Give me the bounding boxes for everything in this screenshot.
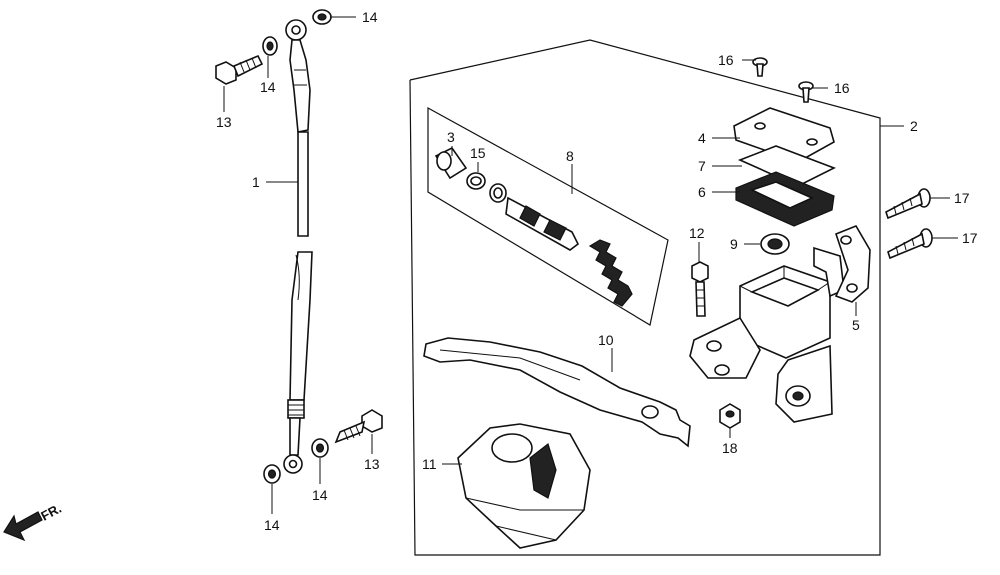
callout-16-lower: 16 (834, 80, 850, 96)
leader-lines (223, 16, 958, 514)
bolt-lower (334, 409, 383, 444)
callout-11: 11 (422, 456, 437, 472)
callout-16-upper: 16 (718, 52, 734, 68)
brake-hose (283, 19, 313, 474)
holder-bolt-upper (885, 188, 931, 220)
callout-17-lower: 17 (962, 230, 978, 246)
callout-15: 15 (470, 145, 486, 161)
master-cylinder-body (689, 246, 845, 423)
lever-nut (719, 403, 741, 429)
callout-8: 8 (566, 148, 574, 164)
callout-6: 6 (698, 184, 706, 200)
oil-seal (760, 233, 790, 255)
callout-13-upper: 13 (216, 114, 232, 130)
holder (834, 225, 871, 303)
callout-14-bottom-left: 14 (264, 517, 280, 533)
piston-kit-frame (427, 106, 669, 326)
callout-1: 1 (252, 174, 260, 190)
callout-4: 4 (698, 130, 706, 146)
brake-lever (423, 337, 691, 448)
screw-lower (798, 81, 814, 103)
callout-9: 9 (730, 236, 738, 252)
diaphragm (735, 171, 835, 227)
piston (505, 196, 580, 251)
lever-cover (457, 423, 591, 549)
callout-5: 5 (852, 317, 860, 333)
pivot-bolt (691, 261, 709, 317)
callout-18: 18 (722, 440, 738, 456)
assembly-frame (409, 39, 881, 556)
piston-seal (489, 183, 507, 203)
callout-17-upper: 17 (954, 190, 970, 206)
front-direction-arrow (3, 511, 43, 542)
washer-top-right (312, 9, 332, 25)
callout-14-top-right: 14 (362, 9, 378, 25)
callout-14-top-left: 14 (260, 79, 276, 95)
callout-3: 3 (447, 129, 455, 145)
circlip (466, 172, 486, 190)
callout-10: 10 (598, 332, 614, 348)
bolt-upper (215, 54, 264, 85)
callout-2: 2 (910, 118, 918, 134)
holder-bolt-lower (887, 228, 933, 260)
washer-top-left (262, 36, 278, 56)
piston-boot (434, 146, 468, 180)
callout-14-bottom-right: 14 (312, 487, 328, 503)
washer-bottom-right (311, 438, 329, 458)
callout-12: 12 (689, 225, 705, 241)
reservoir-cap (733, 107, 835, 163)
callout-13-lower: 13 (364, 456, 380, 472)
spring (588, 239, 633, 307)
screw-upper (752, 57, 768, 77)
callout-7: 7 (698, 158, 706, 174)
washer-bottom-left (263, 464, 281, 484)
